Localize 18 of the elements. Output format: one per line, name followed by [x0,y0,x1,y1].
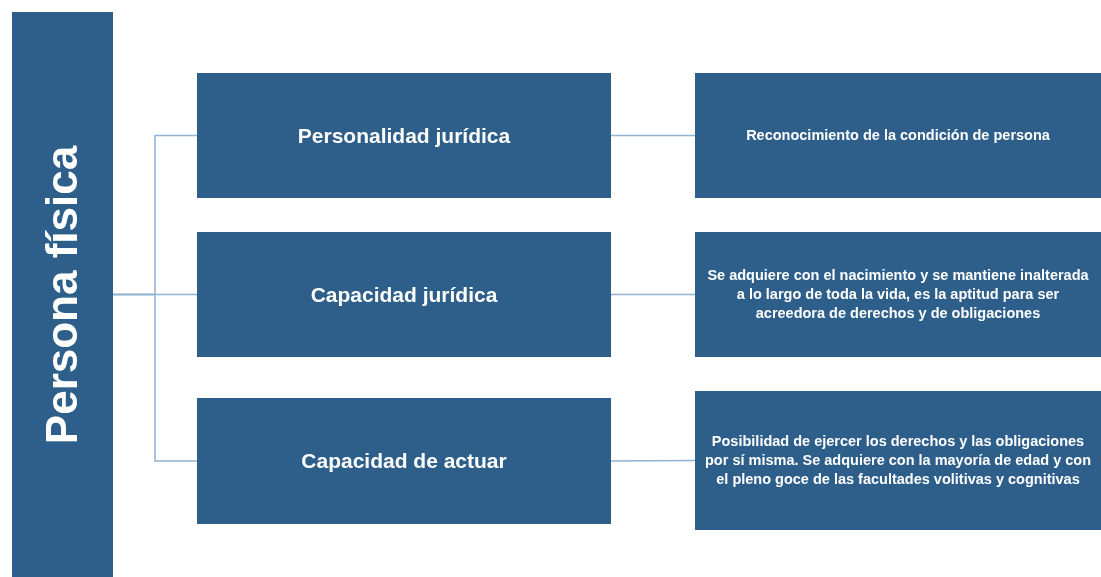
box-text: Reconocimiento de la condición de persona [745,126,1051,145]
connector-line [610,293,696,296]
box-text: Capacidad jurídica [310,282,498,307]
connector-line [610,134,696,137]
box-text: Personalidad jurídica [297,123,511,148]
text-box [695,232,1101,357]
text-box [197,73,611,198]
side-banner [12,12,113,577]
text-box [197,398,611,524]
box-text: Capacidad de actuar [301,449,507,473]
connector-line [610,459,696,462]
box-text: Posibilidad de ejercer los derechos y las obligaciones por sí misma. Se adquiere con la mayoría de edad y con el pleno goce de las facultades volitivas y cognitivas [704,432,1092,489]
text-box [695,73,1101,198]
vertical-title: Persona física [37,145,88,444]
connector-line [112,293,198,462]
text-box [695,391,1101,530]
box-text: Se adquiere con el nacimiento y se mantiene inalterada a lo largo de toda la vida, es la aptitud para ser acreedora de derechos y de obligaciones [706,266,1090,323]
text-box [197,232,611,357]
